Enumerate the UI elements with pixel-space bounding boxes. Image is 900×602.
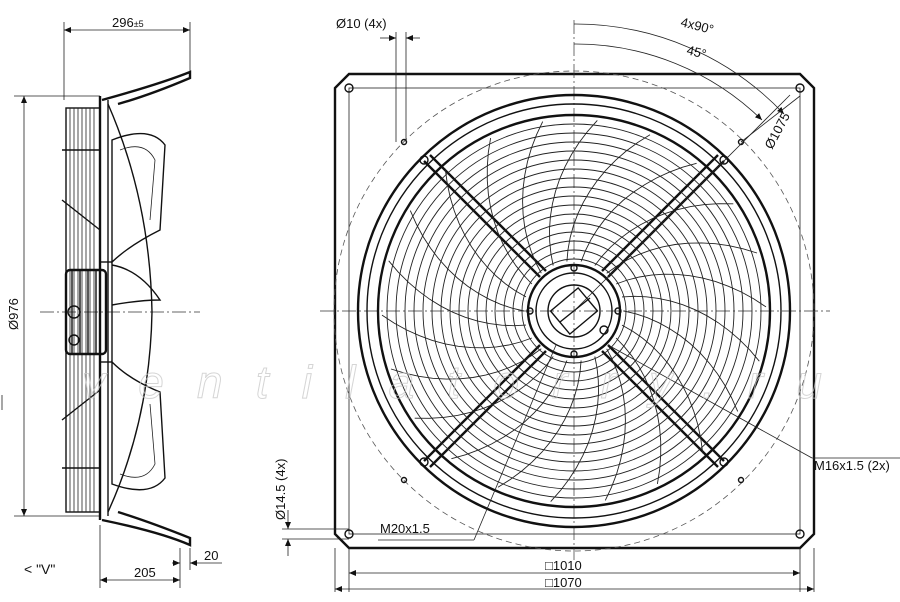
thread-m20-label: M20x1.5 (380, 521, 430, 536)
depth-dimension-label: 296±5 (112, 15, 144, 30)
grill-spoke (390, 348, 542, 380)
grill-ring (458, 195, 690, 427)
view-v-marker: < "V" (24, 561, 55, 577)
grill-ring (422, 159, 726, 463)
side-view: 296±5 Ø976 (1, 15, 222, 588)
angle-4x90-label: 4x90° (679, 14, 715, 37)
grill-ring (503, 240, 645, 382)
motor-side (64, 261, 113, 363)
circle-1075-label: Ø1075 (761, 110, 793, 152)
dimension-205-label: 205 (134, 565, 156, 580)
pcd-1075-circle (333, 70, 815, 552)
grill-spoke (497, 360, 582, 488)
grill-spoke (606, 242, 758, 274)
motor-hub (526, 263, 622, 359)
grill-spoke (444, 168, 527, 298)
grill-ring (467, 204, 681, 418)
diameter-976-label: Ø976 (6, 298, 21, 330)
guard-grill (381, 120, 767, 502)
dimension-20-label: 20 (204, 548, 218, 563)
square-1070-label: □1070 (545, 575, 582, 590)
grill-spoke (381, 314, 533, 349)
blades-side (111, 132, 166, 491)
grill-spoke (549, 120, 598, 266)
hole-diameter-label: Ø10 (4x) (336, 16, 387, 31)
grill-spoke (414, 356, 554, 419)
grill-spoke (451, 360, 568, 460)
grill-spoke (621, 295, 760, 362)
grill-ring (440, 177, 708, 445)
grill-spoke (623, 310, 739, 412)
grill-spoke (621, 324, 704, 454)
angle-45-label: 45° (685, 42, 708, 61)
grill-spoke (522, 121, 544, 274)
grill-ring (494, 231, 654, 391)
grill-spoke (615, 273, 767, 308)
front-view: Ø10 (4x) 4x90° 45° Ø1075 M16x1.5 (2x) M2… (273, 14, 900, 592)
grill-ring (395, 132, 753, 490)
thread-m16-label: M16x1.5 (2x) (814, 458, 890, 473)
grill-spoke (550, 356, 599, 502)
grill-spoke (566, 134, 651, 262)
grill-ring (476, 213, 672, 409)
grill-ring (431, 168, 717, 454)
grill-ring (512, 249, 636, 373)
guard-struts (419, 154, 729, 468)
grill-spoke (409, 210, 525, 312)
grill-spoke (615, 337, 662, 484)
grill-ring (521, 258, 627, 364)
grill-spoke (580, 162, 697, 262)
square-1010-label: □1010 (545, 558, 582, 573)
grill-spoke (388, 260, 527, 327)
grill-spoke (594, 203, 734, 266)
grill-ring (404, 141, 744, 481)
hole-spacing-label: Ø14.5 (4x) (273, 459, 288, 520)
watermark: ventilatorry.ru (82, 356, 822, 408)
grill-spoke (604, 348, 626, 501)
grill-spoke (486, 138, 533, 285)
grill-ring (386, 123, 762, 499)
